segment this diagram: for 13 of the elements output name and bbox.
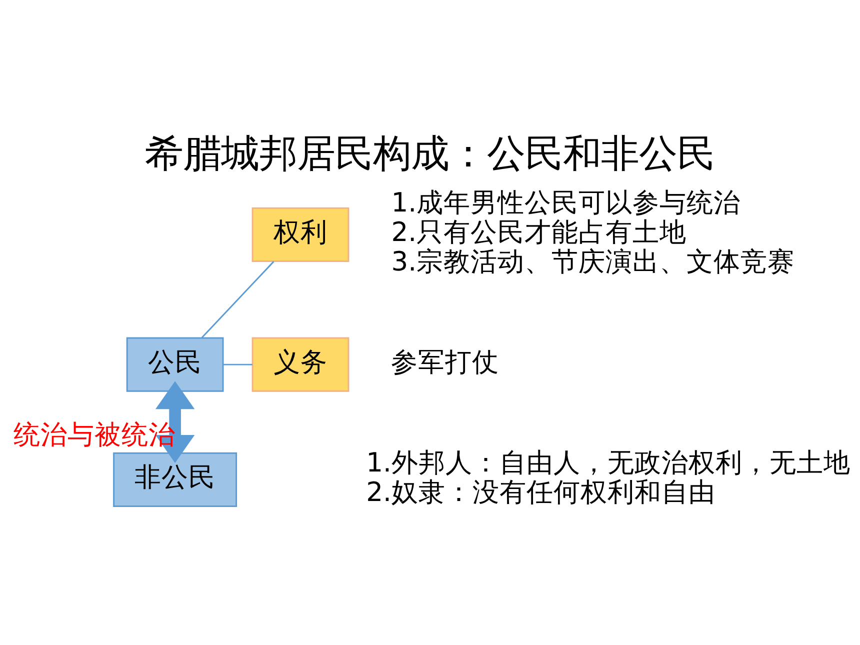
connector: [224, 364, 252, 366]
node-box: 非公民: [113, 452, 238, 507]
node-label: 参军打仗: [391, 347, 500, 378]
node-box: 公民: [126, 337, 224, 392]
connector: [201, 261, 274, 338]
node-label: 1.外邦人：自由人，无政治权利，无土地: [366, 447, 851, 478]
diagram-title: 希腊城邦居民构成：公民和非公民: [145, 132, 715, 177]
node-label: 1.成年男性公民可以参与统治: [391, 188, 741, 219]
node-label: 2.只有公民才能占有土地: [391, 217, 687, 248]
node-box: 义务: [252, 337, 350, 392]
node-label: 3.宗教活动、节庆演出、文体竞赛: [391, 246, 795, 278]
node-label: 2.奴隶：没有任何权利和自由: [366, 476, 716, 508]
node-box: 权利: [252, 207, 350, 262]
